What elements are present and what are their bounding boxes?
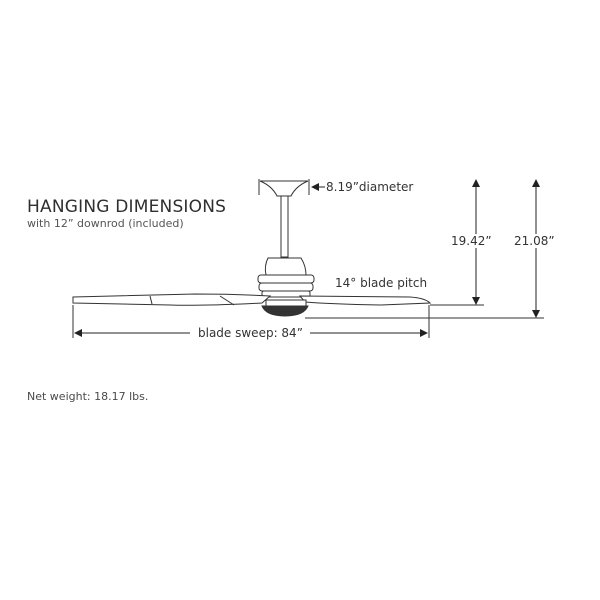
blade-left (72, 293, 272, 306)
canopy-diameter-label: 8.19”diameter (326, 180, 414, 194)
height-to-bottom-label: 21.08” (514, 234, 555, 248)
net-weight: Net weight: 18.17 lbs. (27, 390, 149, 403)
light-bowl (261, 305, 309, 317)
height-to-blade-label: 19.42” (451, 234, 492, 248)
blade-pitch-label: 14° blade pitch (335, 276, 428, 290)
canopy (259, 180, 309, 197)
blade-right (298, 295, 432, 306)
blade-sweep-label: blade sweep: 84” (196, 326, 305, 340)
diagram-title: HANGING DIMENSIONS (27, 197, 227, 217)
downrod (280, 195, 289, 258)
diagram-subtitle: with 12” downrod (included) (27, 217, 184, 230)
motor-housing (264, 257, 307, 276)
